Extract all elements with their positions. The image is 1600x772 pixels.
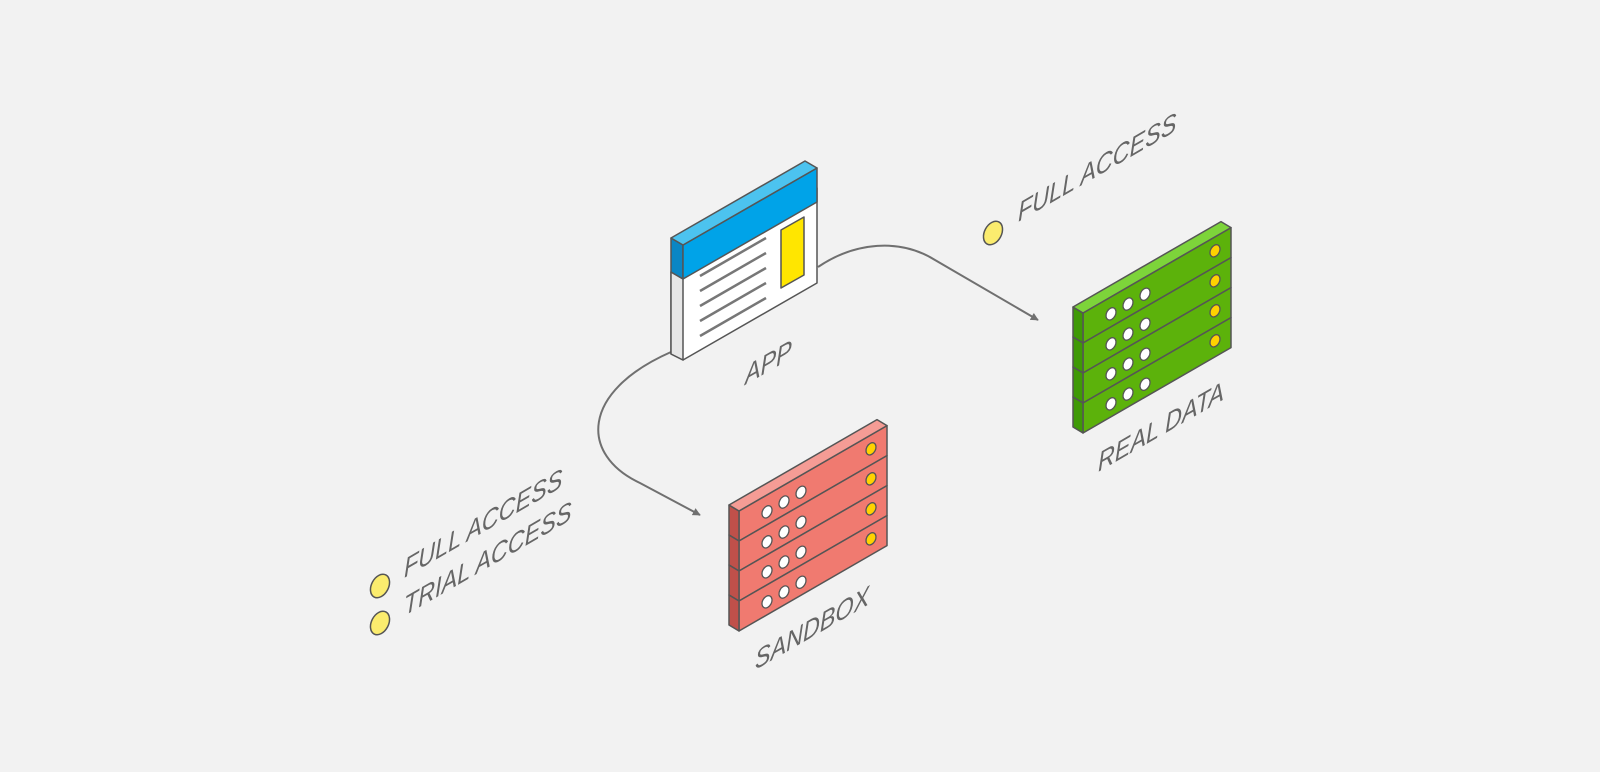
app-text-line [699, 236, 767, 278]
status-led-icon [1122, 387, 1134, 401]
connector-app-to-sandbox [597, 351, 701, 516]
sandbox-server-rack-icon [728, 418, 888, 632]
connector-app-to-real-data [817, 244, 1039, 321]
server-unit [1072, 316, 1232, 434]
status-led-icon [1139, 287, 1151, 301]
status-led-icon [761, 565, 773, 579]
status-led-icon [795, 515, 807, 529]
status-led-icon [1122, 357, 1134, 371]
real-data-server-rack-icon [1072, 220, 1232, 434]
status-led-icon [761, 595, 773, 609]
app-text-line [699, 266, 767, 308]
activity-led-icon [1209, 334, 1221, 348]
app-text-line [699, 281, 767, 323]
server-unit [728, 454, 888, 572]
status-led-icon [1105, 367, 1117, 381]
legend-dot-icon [982, 220, 1004, 246]
status-led-icon [1105, 397, 1117, 411]
status-led-icon [1105, 337, 1117, 351]
legend-item-full-access: FULL ACCESS [1018, 107, 1176, 228]
status-led-icon [795, 485, 807, 499]
status-led-icon [1122, 297, 1134, 311]
app-label: APP [743, 334, 791, 392]
server-top-face [728, 418, 888, 512]
server-top-face [1072, 220, 1232, 314]
app-header-top [670, 160, 818, 246]
server-side-face [728, 594, 740, 632]
status-led-icon [1139, 317, 1151, 331]
app-window-icon [670, 160, 818, 361]
activity-led-icon [1209, 274, 1221, 288]
status-led-icon [778, 495, 790, 509]
activity-led-icon [865, 502, 877, 516]
legend-dot-icon [369, 610, 391, 636]
server-unit [728, 484, 888, 602]
status-led-icon [1139, 347, 1151, 361]
activity-led-icon [865, 532, 877, 546]
real-data-legend: FULL ACCESS [982, 107, 1176, 246]
activity-led-icon [1209, 304, 1221, 318]
status-led-icon [795, 575, 807, 589]
server-unit [1072, 286, 1232, 404]
status-led-icon [778, 525, 790, 539]
app-card [780, 216, 805, 289]
status-led-icon [778, 555, 790, 569]
status-led-icon [1105, 307, 1117, 321]
activity-led-icon [865, 442, 877, 456]
app-body-side [670, 271, 684, 361]
server-unit [728, 514, 888, 632]
app-text-line [699, 251, 767, 293]
status-led-icon [761, 535, 773, 549]
activity-led-icon [865, 472, 877, 486]
status-led-icon [795, 545, 807, 559]
status-led-icon [1139, 377, 1151, 391]
app-text-line [699, 296, 767, 338]
server-side-face [1072, 396, 1084, 434]
status-led-icon [1122, 327, 1134, 341]
sandbox-legend: FULL ACCESS TRIAL ACCESS [369, 463, 572, 636]
status-led-icon [778, 585, 790, 599]
activity-led-icon [1209, 244, 1221, 258]
status-led-icon [761, 505, 773, 519]
legend-dot-icon [369, 573, 391, 599]
